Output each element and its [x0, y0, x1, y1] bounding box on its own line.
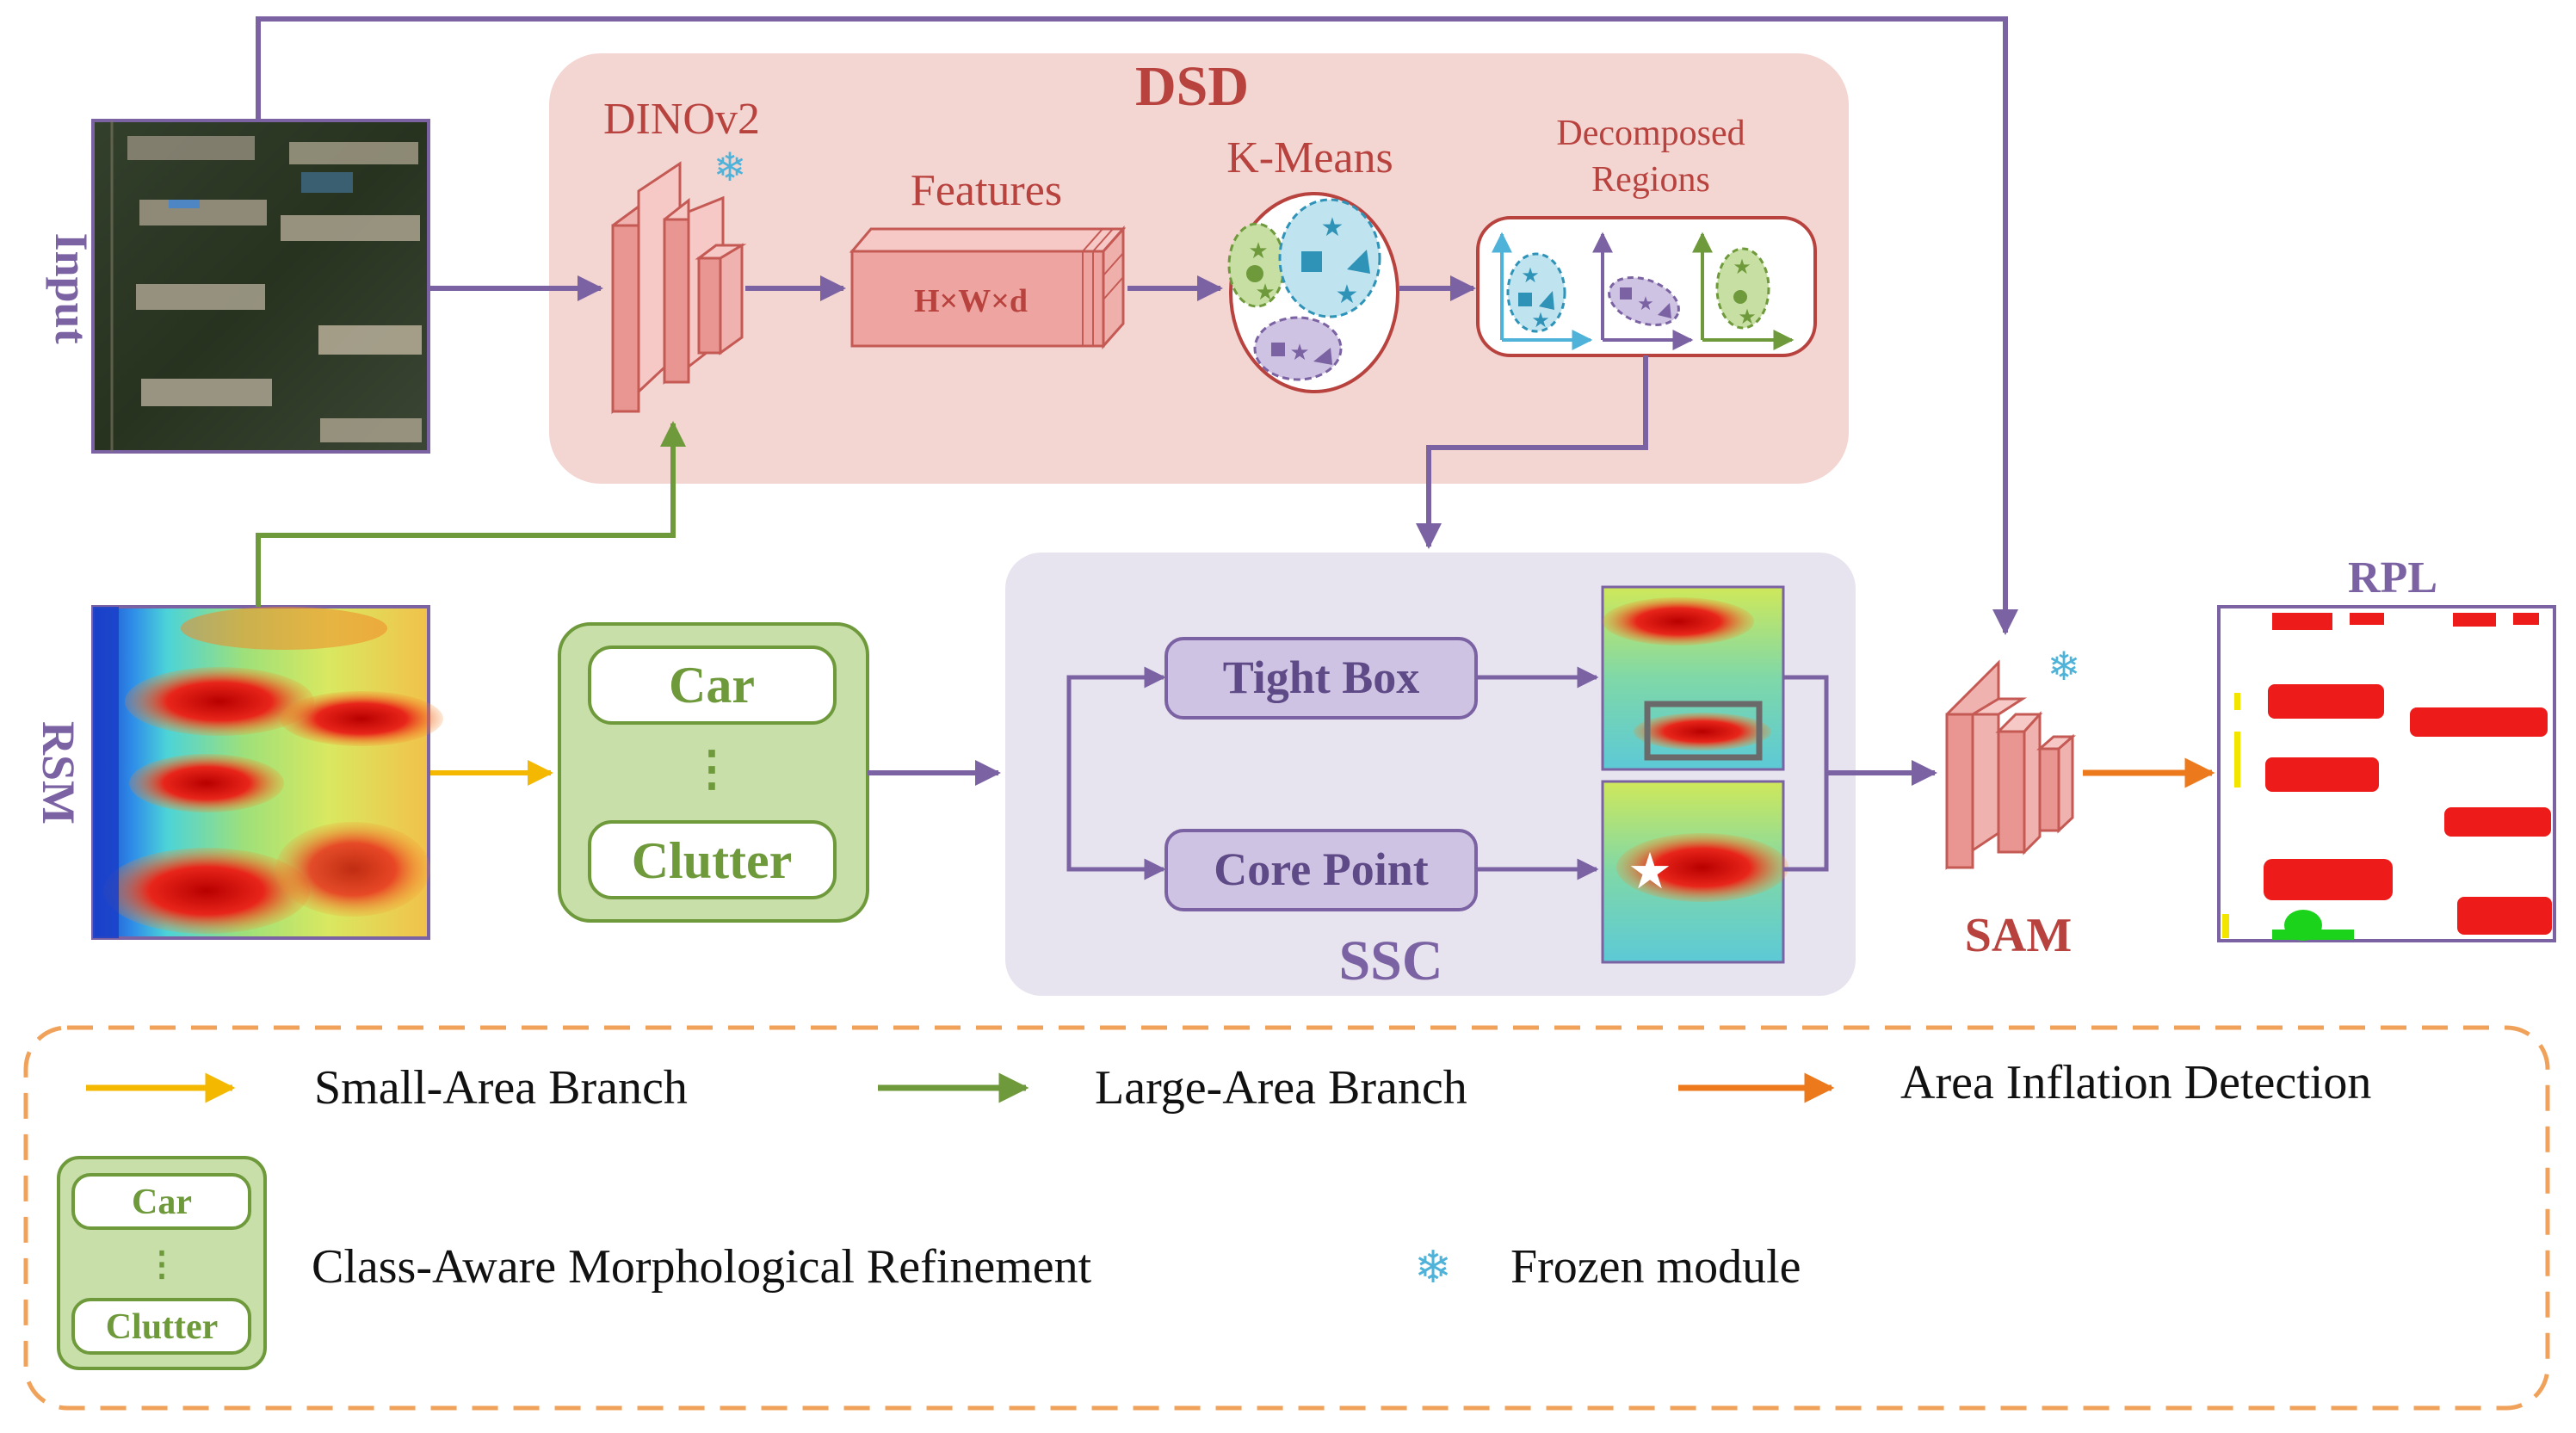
dinov2-label: DINOv2 [603, 95, 760, 144]
svg-text:★: ★ [1321, 213, 1344, 242]
snowflake-icon: ❄ [713, 145, 747, 189]
svg-text:★: ★ [1521, 265, 1540, 287]
svg-text:★: ★ [1248, 238, 1268, 263]
svg-text:★: ★ [1531, 310, 1550, 332]
core-point-label: Core Point [1214, 843, 1428, 895]
clutter-label: Clutter [632, 832, 793, 889]
legend-mini-clutter: Clutter [106, 1307, 219, 1347]
svg-text:★: ★ [1255, 280, 1275, 305]
legend-snowflake-icon: ❄ [1414, 1244, 1452, 1293]
kmeans-label: K-Means [1226, 133, 1393, 182]
legend-mini-car: Car [132, 1183, 192, 1222]
legend-frozen: Frozen module [1510, 1240, 1801, 1294]
features-dims: H×W×d [914, 283, 1028, 319]
legend-module-icon [57, 1156, 267, 1370]
features-label: Features [911, 166, 1062, 215]
dsd-panel [549, 53, 1849, 484]
rsm-label: RSM [33, 721, 84, 825]
sam-snowflake-icon: ❄ [2048, 645, 2081, 689]
sam-network [1945, 659, 2076, 870]
ssc-title: SSC [1338, 930, 1442, 992]
large-area-arrow [256, 421, 686, 607]
input-label: Input [46, 232, 97, 343]
decomposed-regions: ★ ★ ★ ★ ★ [1476, 216, 1817, 357]
legend-box [23, 1025, 2550, 1411]
regions-to-ssc-arrow [1416, 355, 1648, 549]
legend-small-area: Small-Area Branch [314, 1061, 688, 1115]
core-star-icon: ★ [1628, 843, 1672, 899]
ssc-split-lines [1066, 675, 1164, 872]
class-aware-module [558, 622, 869, 923]
rpl-image [2217, 605, 2556, 942]
svg-text:★: ★ [1733, 256, 1751, 279]
sam-label: SAM [1965, 909, 2072, 962]
decomposed-label-1: Decomposed [1556, 114, 1745, 153]
features-tensor [849, 225, 1127, 349]
svg-text:★: ★ [1637, 293, 1654, 314]
legend-mini-vdots: ⋮ [145, 1245, 179, 1283]
svg-text:★: ★ [1336, 281, 1359, 309]
legend-area-inflation: Area Inflation Detection [1900, 1056, 2371, 1109]
svg-text:★: ★ [1738, 306, 1757, 329]
module-vdots: ⋮ [688, 743, 736, 796]
svg-text:★: ★ [1289, 340, 1309, 365]
legend-large-area: Large-Area Branch [1095, 1061, 1467, 1115]
legend-class-aware: Class-Aware Morphological Refinement [312, 1240, 1092, 1294]
dinov2-network [611, 161, 747, 415]
tight-box-label: Tight Box [1223, 652, 1420, 703]
core-point-map [1601, 780, 1788, 964]
tight-box-map [1601, 585, 1785, 771]
input-to-sam-line [256, 16, 2018, 635]
rpl-label: RPL [2348, 553, 2437, 602]
input-image [91, 119, 430, 454]
rsm-image [91, 605, 443, 940]
car-label: Car [669, 657, 755, 713]
dsd-title: DSD [1135, 55, 1249, 118]
kmeans-clusters: ★ ★ ★ ★ ★ [1227, 192, 1399, 393]
decomposed-label-2: Regions [1591, 160, 1710, 200]
